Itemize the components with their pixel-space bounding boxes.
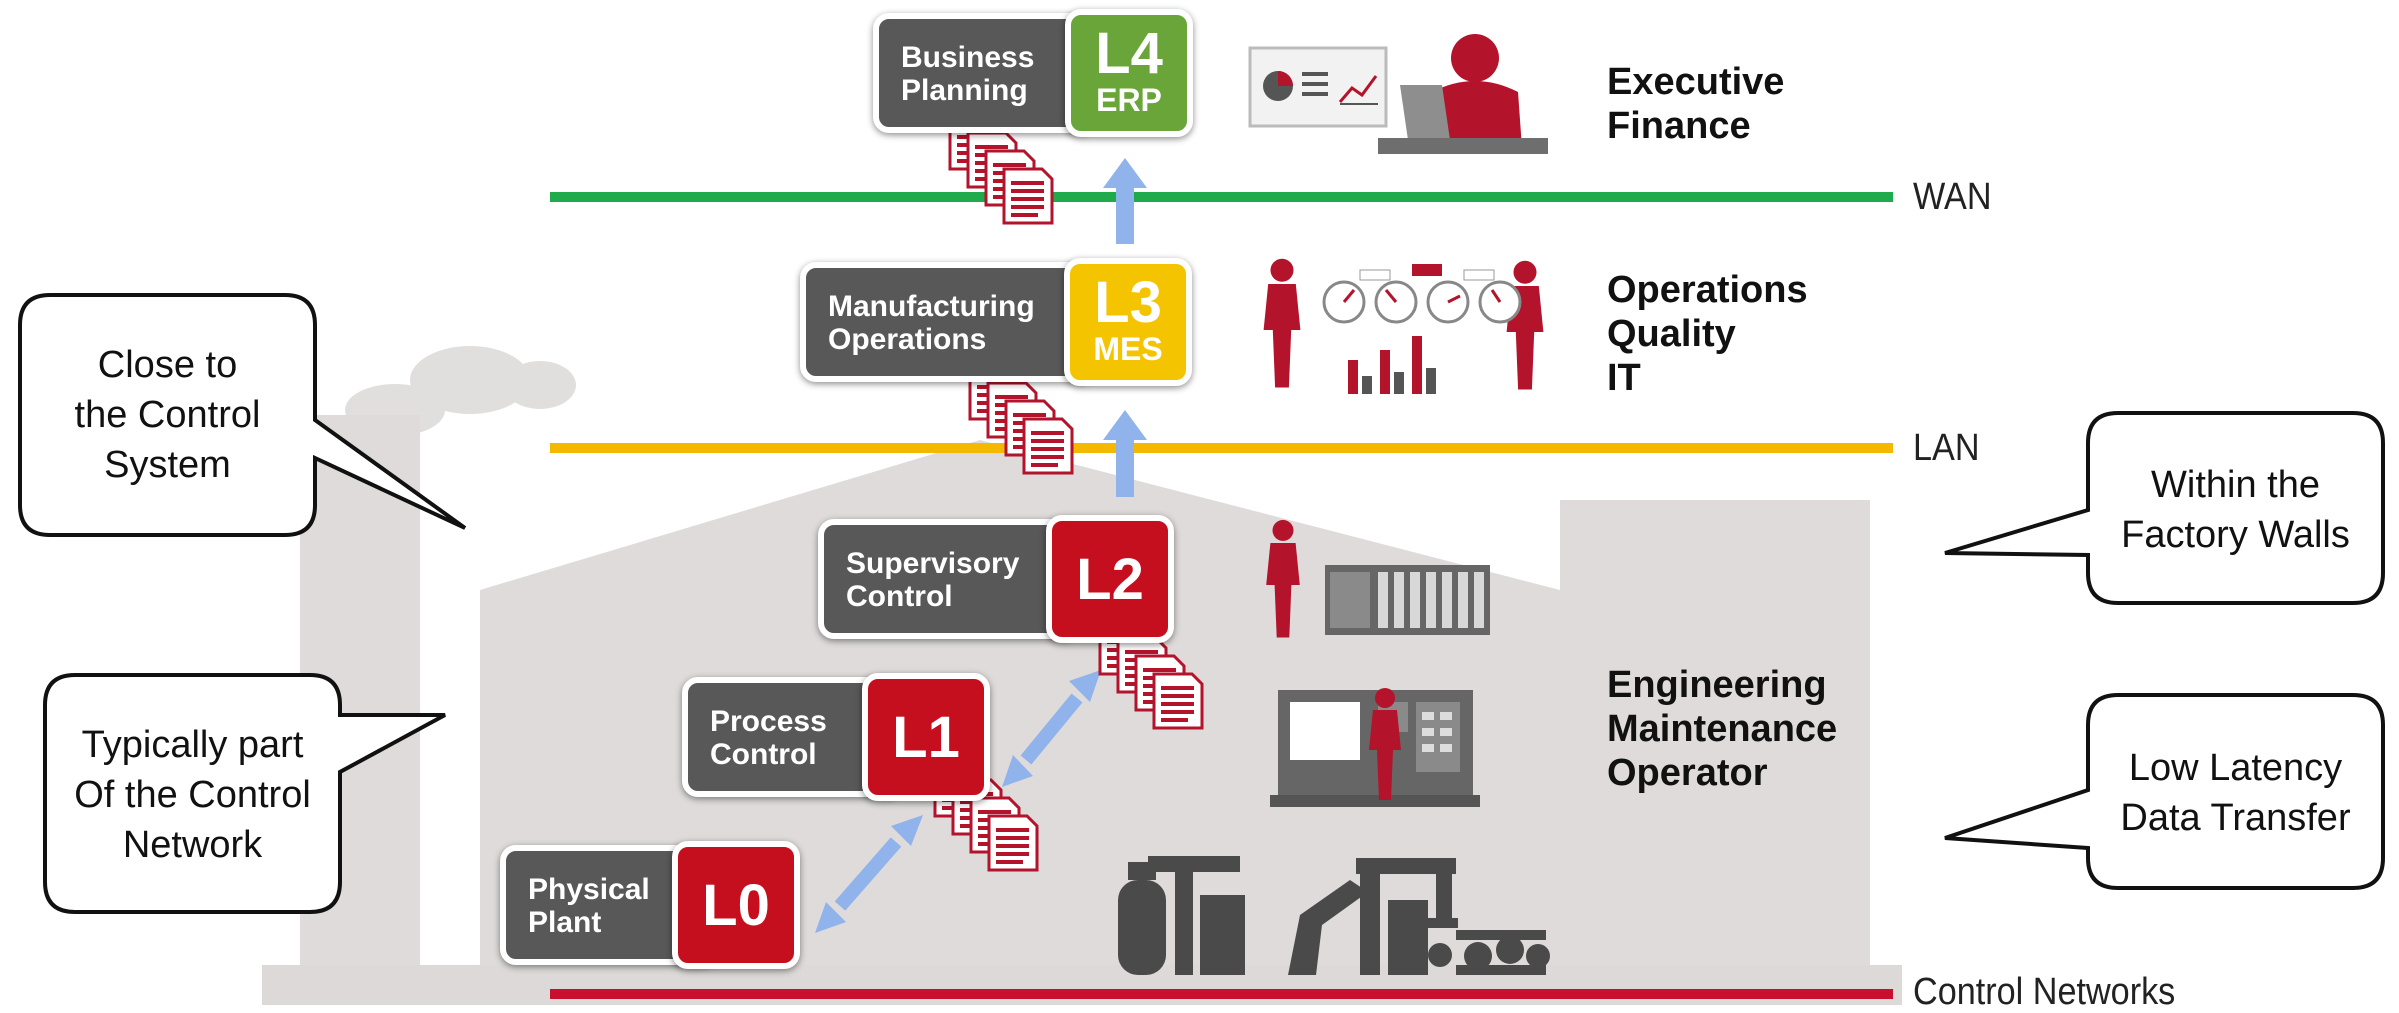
role-text: Quality <box>1607 313 1736 355</box>
dashboard-analytics-icon <box>1322 264 1522 394</box>
level-l0-badge: L0 <box>672 841 800 969</box>
plc-rack-icon <box>1266 519 1490 638</box>
lan-label: LAN <box>1913 427 1980 469</box>
level-l3-badge: L3 MES <box>1064 258 1192 386</box>
operations-person-icon <box>1263 258 1544 390</box>
role-text: Executive <box>1607 61 1785 103</box>
callout-line: Within the <box>2151 464 2320 506</box>
factory-machinery-icon <box>1118 856 1550 975</box>
callout-within-text: Within the Factory Walls <box>2088 460 2383 560</box>
level-l3-system: MES <box>1093 331 1163 367</box>
level-l3-label: Manufacturing Operations <box>800 262 1095 382</box>
level-l4-label: Business Planning <box>873 13 1095 133</box>
level-l3-code: L3 <box>1094 270 1162 335</box>
level-l4-system: ERP <box>1096 82 1162 118</box>
callout-typical-text: Typically part Of the Control Network <box>45 720 340 870</box>
executive-desk-icon <box>1248 34 1548 154</box>
callout-line: Close to <box>97 344 238 386</box>
callout-close-text: Close to the Control System <box>20 340 315 490</box>
level-l2-badge: L2 <box>1046 515 1174 643</box>
callout-line: Data Transfer <box>2120 797 2351 839</box>
callout-bubble-typical <box>43 673 446 914</box>
level-l0-code: L0 <box>702 873 770 938</box>
role-text: Finance <box>1607 105 1751 147</box>
level-l1-badge: L1 <box>862 673 990 801</box>
roles-bottom: Engineering Maintenance Operator <box>1607 663 1837 795</box>
callout-line: Low Latency <box>2128 747 2343 789</box>
role-text: Operations <box>1607 269 1808 311</box>
arrow-up-icon <box>1103 410 1147 497</box>
level-l1-code: L1 <box>892 705 960 770</box>
cnc-machine-icon <box>1270 688 1480 807</box>
role-text: Operator <box>1607 752 1768 794</box>
arrow-diagonal-l1-l2 <box>1002 670 1101 787</box>
level-l4-badge: L4 ERP <box>1065 9 1193 137</box>
callout-line: Factory Walls <box>2121 514 2350 556</box>
arrow-up-icon <box>1103 158 1147 244</box>
level-l2-code: L2 <box>1076 547 1144 612</box>
callout-bubble-within <box>1944 411 2385 605</box>
wan-label: WAN <box>1913 176 1992 218</box>
level-l2-label: Supervisory Control <box>818 519 1078 639</box>
control-networks-label: Control Networks <box>1913 971 2176 1013</box>
callout-bubble-close <box>18 293 467 537</box>
role-text: Engineering <box>1607 664 1827 706</box>
callout-line: the Control <box>74 394 261 436</box>
callout-bubble-latency <box>1944 693 2385 890</box>
role-text: Maintenance <box>1607 708 1838 750</box>
callout-line: System <box>104 444 231 486</box>
arrow-diagonal-l0-l1 <box>815 815 923 933</box>
callout-latency-text: Low Latency Data Transfer <box>2088 743 2383 843</box>
roles-middle: Operations Quality IT <box>1607 268 1808 400</box>
roles-top: Executive Finance <box>1607 60 1784 148</box>
callout-line: Network <box>122 824 263 866</box>
callout-line: Of the Control <box>74 774 311 816</box>
level-l4-code: L4 <box>1095 21 1163 86</box>
callout-line: Typically part <box>81 724 304 766</box>
role-text: IT <box>1607 357 1641 399</box>
